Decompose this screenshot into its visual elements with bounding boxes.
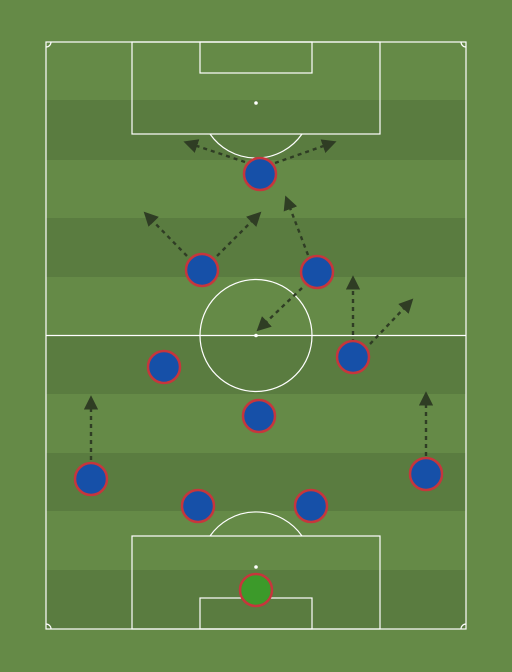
goal-area-top xyxy=(199,41,313,74)
centre-spot xyxy=(254,333,258,338)
corner-arc xyxy=(45,41,52,48)
movement-arrow-lam-forward-right xyxy=(216,211,262,257)
player-marker-icon-dm xyxy=(241,398,277,434)
player-marker-icon-lb xyxy=(73,461,109,497)
penalty-spot-bottom xyxy=(254,565,258,569)
corner-arc xyxy=(45,623,52,630)
movement-arrow-rm-forward-right xyxy=(369,298,414,345)
movement-arrow-ram-back-left xyxy=(256,287,303,332)
grass-stripe xyxy=(46,218,466,277)
player-marker-icon-lam xyxy=(184,252,220,288)
goalkeeper-marker-icon xyxy=(238,572,274,608)
penalty-arc-bottom xyxy=(209,511,303,537)
player-marker-icon-ram xyxy=(299,254,335,290)
player-marker-icon-rb xyxy=(408,456,444,492)
grass-stripe xyxy=(46,335,466,394)
player-marker-icon-lm xyxy=(146,349,182,385)
movement-arrow-ram-forward-left xyxy=(283,195,310,256)
grass-stripe xyxy=(46,100,466,160)
penalty-spot-top xyxy=(254,101,258,105)
grass-stripe xyxy=(46,453,466,511)
corner-arc xyxy=(460,623,467,630)
movement-arrow-st-forward-right xyxy=(274,139,337,165)
movement-arrows xyxy=(83,139,434,460)
movement-arrow-lam-forward-left xyxy=(143,211,188,257)
player-marker-icon-rcb xyxy=(293,488,329,524)
movement-arrow-st-forward-left xyxy=(183,139,246,164)
player-marker-icon-st xyxy=(242,156,278,192)
centre-circle xyxy=(199,278,313,393)
pitch-markings xyxy=(45,41,467,630)
player-marker-icon-lcb xyxy=(180,488,216,524)
corner-arc xyxy=(460,41,467,48)
player-markers xyxy=(73,156,444,608)
player-marker-icon-rm xyxy=(335,339,371,375)
